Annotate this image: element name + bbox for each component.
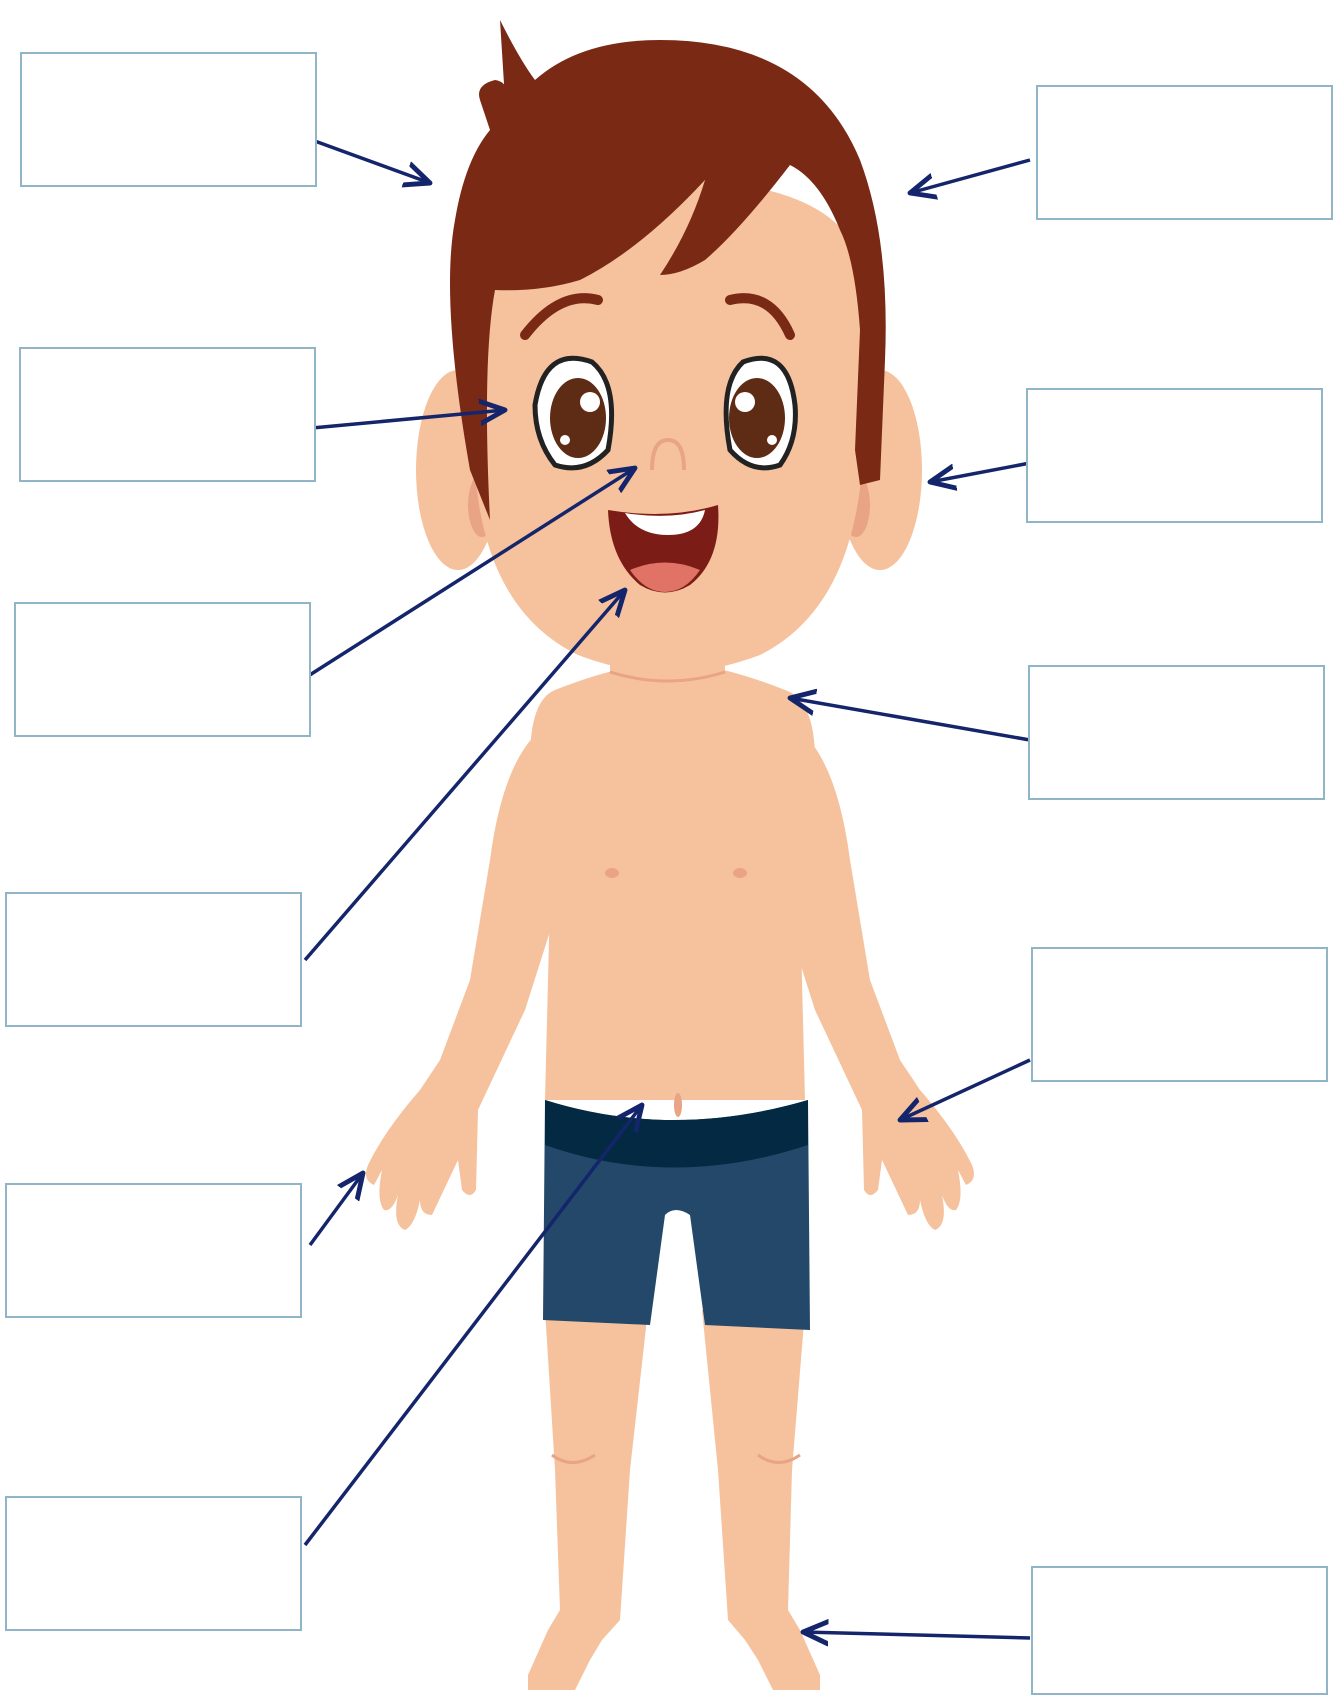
label-box-head[interactable] xyxy=(1036,85,1333,220)
arrow-foot xyxy=(803,1632,1030,1638)
label-box-hand-right[interactable] xyxy=(1031,947,1328,1082)
arrow-shoulder xyxy=(790,698,1030,740)
nipple-right xyxy=(733,868,747,878)
label-box-eye[interactable] xyxy=(19,347,316,482)
boy-figure xyxy=(366,20,974,1690)
arrow-hand-left xyxy=(310,1173,363,1245)
shorts xyxy=(543,1100,810,1330)
label-box-mouth[interactable] xyxy=(5,892,302,1027)
label-box-hair[interactable] xyxy=(20,52,317,187)
torso xyxy=(530,665,815,1100)
label-box-hand[interactable] xyxy=(5,1183,302,1318)
arrow-hair xyxy=(312,140,430,183)
arrow-ear xyxy=(930,463,1030,482)
label-box-belly[interactable] xyxy=(5,1496,302,1631)
legs xyxy=(528,1310,820,1690)
label-box-nose[interactable] xyxy=(14,602,311,737)
nipple-left xyxy=(605,868,619,878)
arrow-head xyxy=(910,160,1030,193)
belly-button xyxy=(674,1093,682,1117)
label-box-ear[interactable] xyxy=(1026,388,1323,523)
label-box-shoulder[interactable] xyxy=(1028,665,1325,800)
label-box-foot[interactable] xyxy=(1031,1566,1328,1695)
